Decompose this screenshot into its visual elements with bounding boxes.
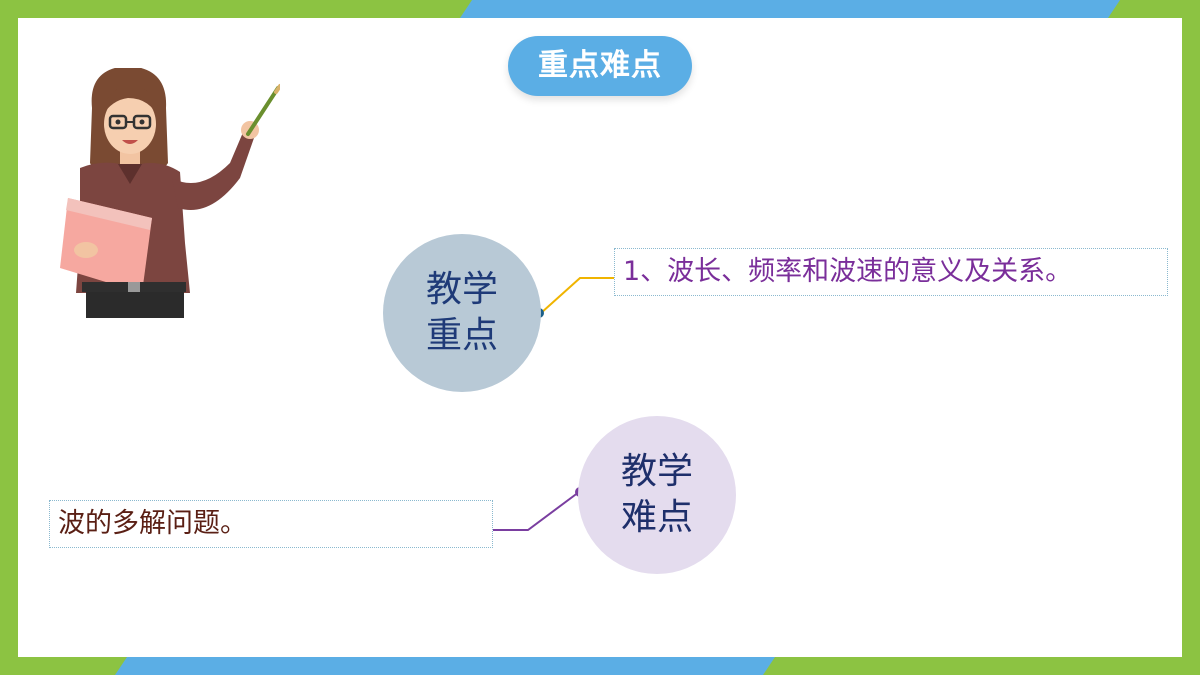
frame-bottom-blue-strip [115, 657, 775, 675]
frame-top-blue-strip [460, 0, 1120, 18]
difficulty-circle-label-line1: 教学 [620, 451, 693, 492]
key-circle-label-line2: 重点 [425, 315, 498, 356]
teaching-key-circle: 教学 重点 [383, 234, 541, 392]
difficulty-circle-label-line2: 难点 [620, 497, 693, 538]
key-circle-label-line1: 教学 [425, 269, 498, 310]
slide-canvas: 重点难点 [18, 18, 1182, 657]
difficulty-point-text: 波的多解问题。 [49, 500, 493, 548]
connector-lines [493, 277, 614, 531]
slide-title: 重点难点 [508, 36, 692, 96]
difficulty-connector-line [493, 491, 580, 531]
key-connector-line [540, 277, 614, 314]
key-point-text: 1、波长、频率和波速的意义及关系。 [614, 248, 1168, 296]
teacher-illustration [60, 68, 280, 318]
teaching-difficulty-circle: 教学 难点 [578, 416, 736, 574]
